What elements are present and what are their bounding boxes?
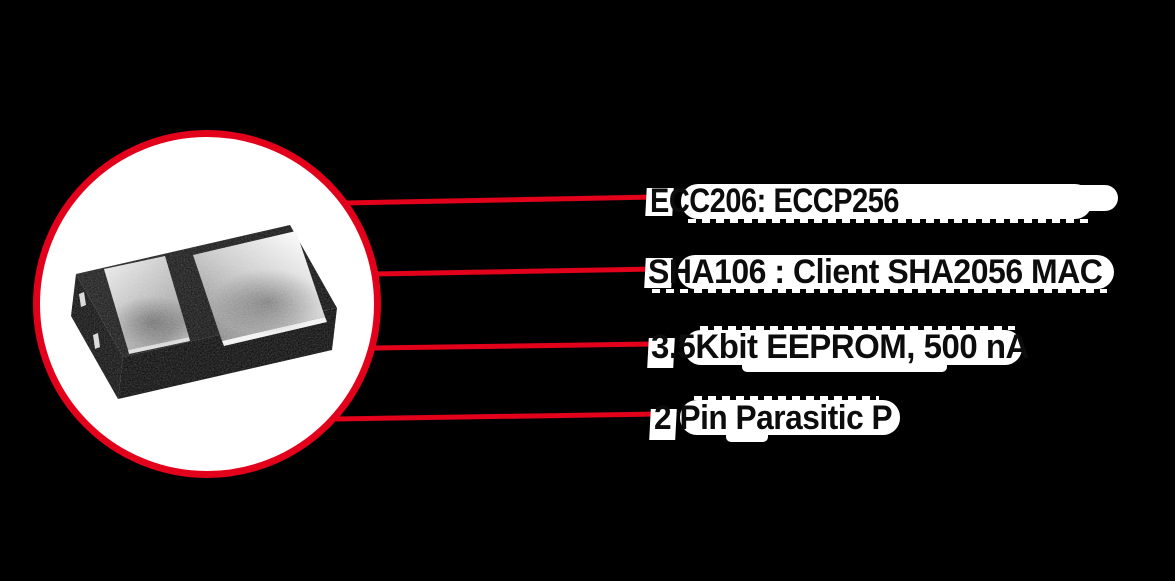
callout-line-4 <box>335 411 658 422</box>
chip-package <box>71 225 337 399</box>
callout-pill <box>684 330 1022 365</box>
callout-pill-scallop <box>652 289 1107 293</box>
callout-pill <box>680 400 900 435</box>
callout-label: 2 Pin Parasitic P <box>654 399 893 437</box>
callout-lines <box>335 194 658 422</box>
callout-line-1 <box>344 194 658 206</box>
chip-body-grain <box>71 225 337 399</box>
callout-label: SHA106 : Client SHA2056 MAC <box>648 253 1103 291</box>
callout-pill-tip <box>1058 185 1118 211</box>
callout-pill-scallop <box>700 326 1015 330</box>
callout-pill-underhighlight <box>742 363 947 372</box>
callout-pill <box>681 184 1092 219</box>
callout-label: 3.5Kbit EEPROM, 500 nA <box>651 328 1029 366</box>
callout-pill-scallop <box>688 219 1090 223</box>
callout-pill-underhighlight <box>726 433 768 442</box>
callout-line-2 <box>375 266 658 277</box>
callout-line-3 <box>372 341 658 351</box>
callout-pill-scallop <box>694 396 879 400</box>
callout-pill <box>678 255 1114 289</box>
callout-label: ECC206: ECCP256 <box>650 182 900 220</box>
